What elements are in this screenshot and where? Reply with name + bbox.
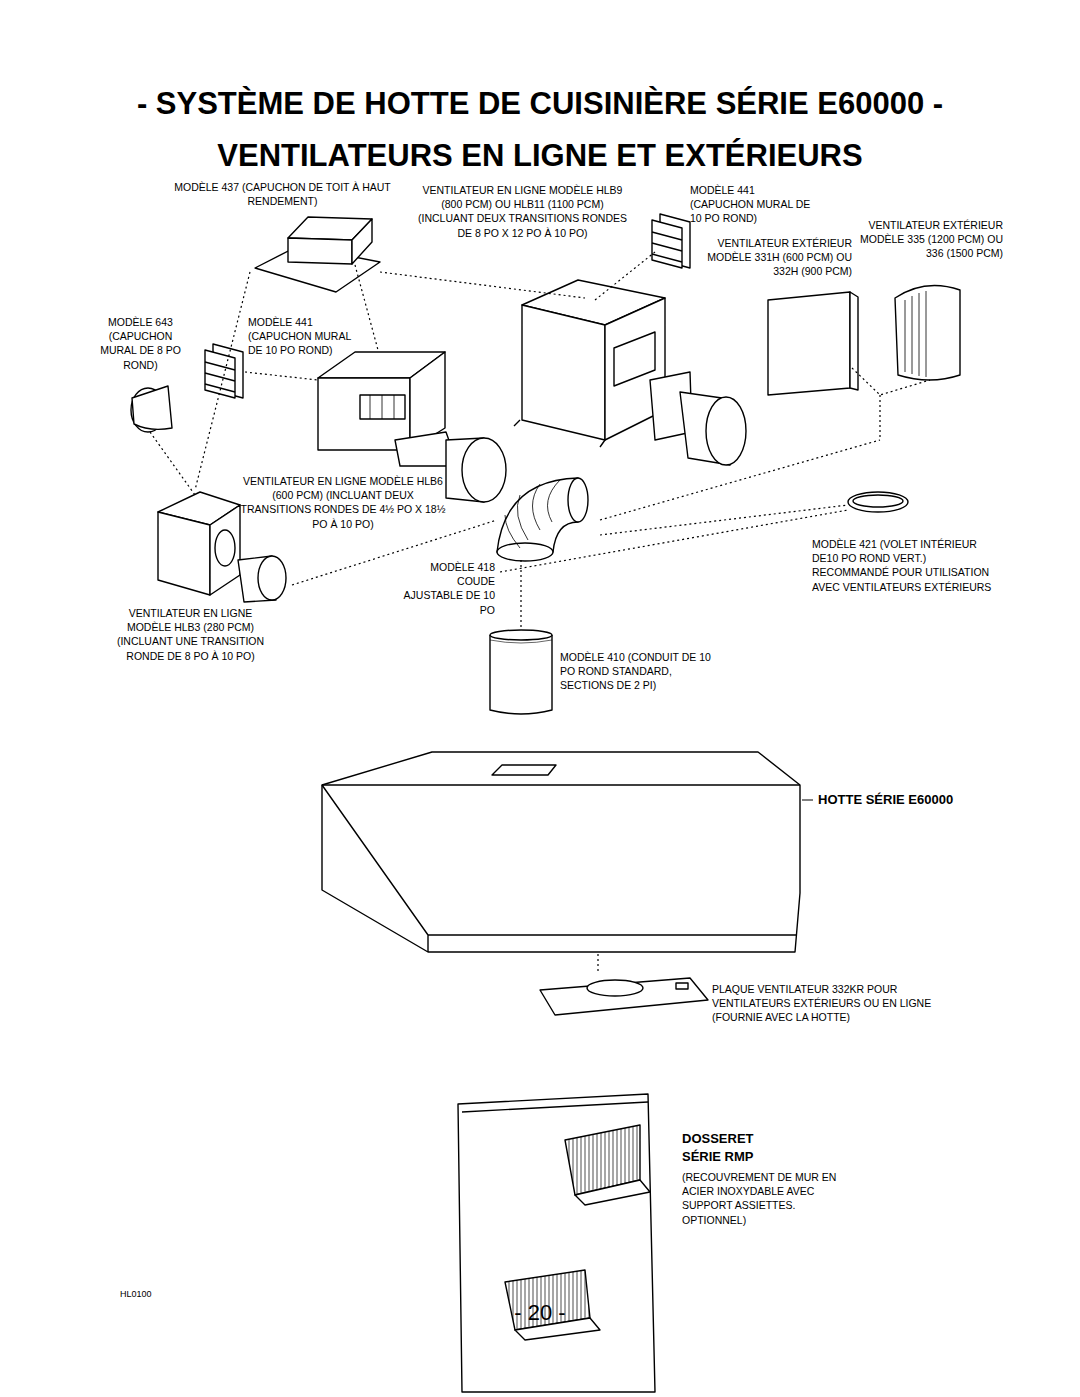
- exterior-fan-flat: [768, 292, 850, 395]
- dotted-guide: [500, 510, 848, 572]
- duct-section: [490, 640, 552, 643]
- inline-fan-large: [514, 280, 746, 465]
- backsplash: [462, 1102, 648, 1112]
- wall-cap: [205, 344, 243, 398]
- exterior-fan-flat: [768, 292, 858, 395]
- backsplash: [458, 1094, 655, 1392]
- callout-label: VENTILATEUR EN LIGNE MODÈLE HLB3 (280 PC…: [108, 606, 273, 663]
- fan-plate: [540, 978, 708, 1015]
- dotted-guide: [150, 432, 195, 495]
- damper: [853, 495, 903, 507]
- inline-fan-large: [614, 332, 655, 386]
- duct-section: [490, 635, 552, 714]
- callout-label: DOSSERET SÉRIE RMP: [682, 1130, 782, 1165]
- damper: [848, 492, 908, 512]
- backsplash: [575, 1180, 650, 1205]
- callout-label: HL0100: [120, 1288, 200, 1300]
- adjustable-elbow: [497, 478, 578, 552]
- callout-label: HOTTE SÉRIE E60000: [818, 791, 1008, 809]
- dotted-guide: [380, 272, 585, 298]
- inline-fan-large: [514, 410, 671, 447]
- duct-section: [490, 630, 552, 714]
- range-hood: [492, 765, 556, 775]
- dotted-guide: [150, 252, 930, 972]
- dotted-guide: [597, 954, 598, 972]
- inline-fan-small: [210, 505, 240, 595]
- wall-cap-round: [132, 386, 172, 429]
- callout-label: (RECOUVREMENT DE MUR EN ACIER INOXYDABLE…: [682, 1170, 847, 1227]
- range-hood: [322, 752, 813, 952]
- adjustable-elbow: [497, 543, 553, 561]
- dotted-guide: [195, 272, 250, 490]
- callout-label: MODÈLE 410 (CONDUIT DE 10 PO ROND STANDA…: [560, 650, 720, 693]
- callout-label: MODÈLE 437 (CAPUCHON DE TOIT À HAUT REND…: [160, 180, 405, 208]
- callout-label: VENTILATEUR EXTÉRIEUR MODÈLE 331H (600 P…: [700, 236, 852, 279]
- inline-fan-large: [706, 397, 746, 465]
- dotted-guide: [600, 505, 848, 535]
- callout-label: MODÈLE 441 (CAPUCHON MURAL DE 10 PO ROND…: [248, 315, 363, 358]
- duct-section: [490, 630, 552, 640]
- inline-fan-medium: [360, 395, 405, 419]
- exterior-fan-hood: [905, 291, 926, 377]
- dotted-guide: [355, 265, 378, 350]
- wall-cap: [652, 214, 690, 268]
- inline-fan-medium: [370, 395, 394, 419]
- callout-label: MODÈLE 421 (VOLET INTÉRIEUR DE10 PO ROND…: [812, 537, 992, 594]
- page-title: - SYSTÈME DE HOTTE DE CUISINIÈRE SÉRIE E…: [20, 78, 1060, 182]
- damper: [848, 492, 908, 512]
- inline-fan-small: [258, 556, 286, 600]
- callout-label: - 20 -: [470, 1298, 610, 1328]
- callout-label: VENTILATEUR EN LIGNE MODÈLE HLB6 (600 PC…: [238, 474, 448, 531]
- callout-label: MODÈLE 643 (CAPUCHON MURAL DE 8 PO ROND): [98, 315, 183, 372]
- adjustable-elbow: [568, 478, 588, 522]
- backsplash: [458, 1094, 655, 1392]
- range-hood: [322, 752, 800, 952]
- range-hood: [802, 800, 813, 801]
- fan-plate: [587, 980, 643, 996]
- exterior-fan-hood: [895, 286, 960, 381]
- adjustable-elbow: [505, 480, 560, 548]
- wall-cap-round: [131, 386, 172, 432]
- callout-label: PLAQUE VENTILATEUR 332KR POUR VENTILATEU…: [712, 982, 952, 1025]
- roof-cap: [288, 238, 352, 264]
- dotted-guide: [520, 560, 521, 628]
- callout-label: VENTILATEUR EXTÉRIEUR MODÈLE 335 (1200 P…: [858, 218, 1003, 261]
- adjustable-elbow: [497, 478, 588, 561]
- range-hood: [322, 785, 800, 952]
- callout-label: MODÈLE 441 (CAPUCHON MURAL DE 10 PO ROND…: [690, 183, 815, 226]
- exterior-fan-hood: [895, 286, 960, 381]
- inline-fan-large: [522, 305, 605, 440]
- roof-cap: [352, 219, 372, 264]
- dotted-guide: [600, 440, 880, 520]
- fan-plate: [676, 983, 688, 989]
- exterior-fan-flat: [850, 292, 858, 390]
- dotted-guide: [852, 368, 930, 440]
- dotted-guide: [245, 372, 318, 380]
- inline-fan-small: [215, 530, 235, 566]
- roof-cap: [255, 217, 380, 292]
- wall-cap: [205, 214, 690, 398]
- callout-label: VENTILATEUR EN LIGNE MODÈLE HLB9 (800 PC…: [415, 183, 630, 240]
- fan-plate: [540, 978, 708, 1015]
- inline-fan-small: [158, 512, 210, 595]
- dotted-guide: [595, 252, 655, 300]
- inline-fan-medium: [462, 438, 506, 502]
- callout-label: MODÈLE 418 COUDE AJUSTABLE DE 10 PO: [400, 560, 495, 617]
